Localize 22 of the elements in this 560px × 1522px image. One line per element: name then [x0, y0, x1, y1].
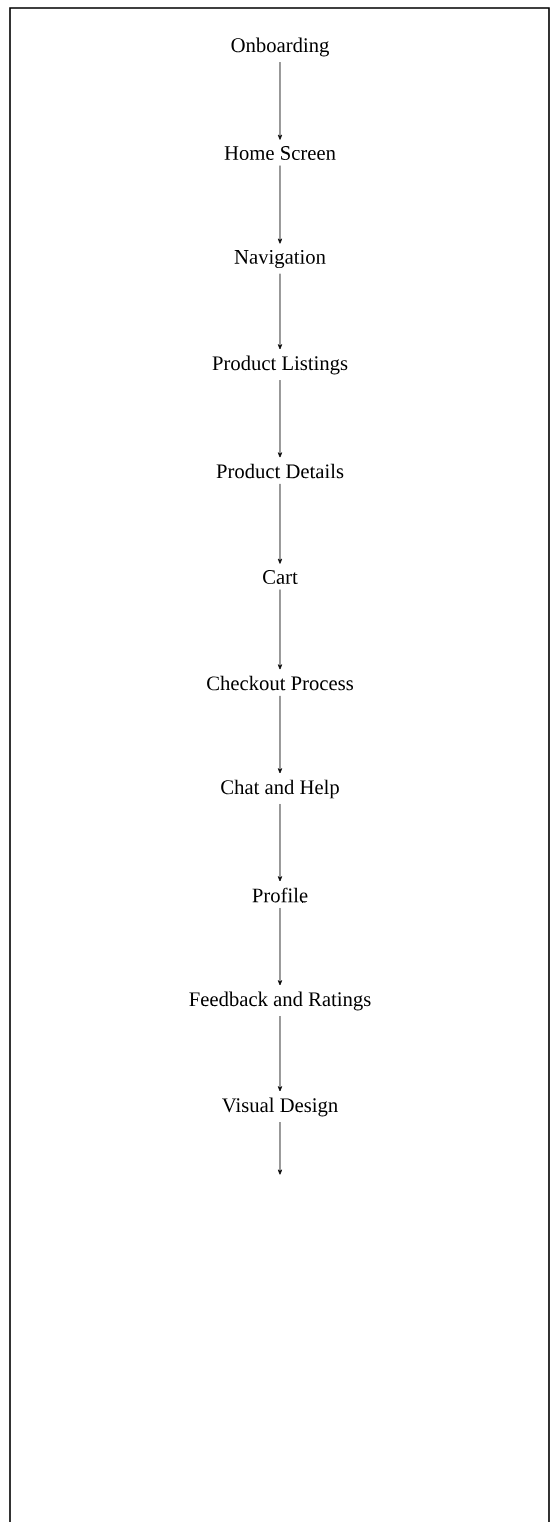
step-label: Feedback and Ratings — [189, 991, 371, 1011]
arrow — [277, 273, 283, 350]
arrow — [277, 695, 283, 774]
arrow — [277, 379, 283, 458]
step-label: Product Listings — [212, 355, 348, 375]
step-label: Chat and Help — [221, 779, 339, 799]
step-label: Product Details — [216, 463, 344, 479]
arrow — [277, 803, 283, 882]
arrow — [277, 907, 283, 986]
step-label: Visual Design — [222, 1097, 338, 1117]
step-label: Profile — [252, 887, 308, 903]
step-label: Checkout Process — [207, 675, 353, 691]
arrow — [277, 589, 283, 670]
arrow — [277, 483, 283, 564]
step-label: Onboarding — [231, 37, 329, 57]
step-label: Home Screen — [224, 146, 336, 160]
arrow — [277, 165, 283, 244]
arrow — [277, 1015, 283, 1092]
step-label: Navigation — [234, 249, 326, 269]
arrow — [277, 61, 283, 140]
arrow — [277, 1121, 283, 1175]
step-label: Cart — [263, 570, 298, 584]
